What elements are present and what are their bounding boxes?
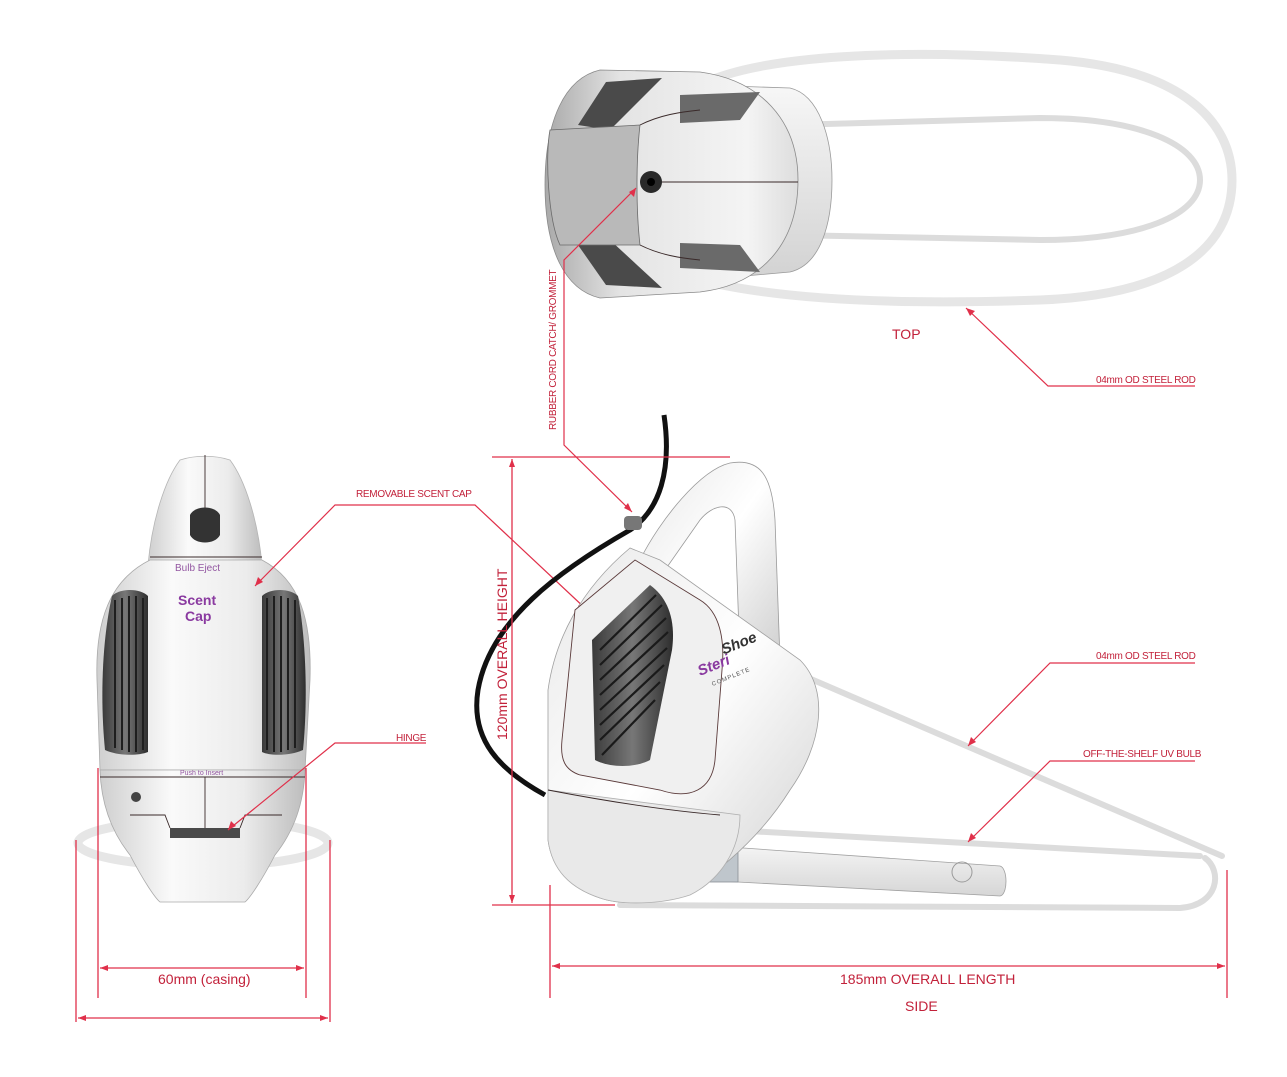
casing-dimension — [75, 768, 331, 1022]
side-uv-bulb — [699, 844, 1007, 897]
side-steel-rod-upper — [787, 667, 1225, 859]
front-hinge-slot — [170, 828, 240, 838]
side-power-cord — [474, 414, 669, 798]
front-grommet-icon — [190, 507, 220, 543]
label-rod-top: 04mm OD STEEL ROD — [1096, 375, 1196, 386]
label-casing: 60mm (casing) — [158, 971, 251, 987]
label-uv-bulb: OFF-THE-SHELF UV BULB — [1083, 749, 1202, 760]
length-dimension — [549, 870, 1228, 998]
side-grommet-icon — [624, 516, 642, 530]
front-vent-left — [102, 590, 148, 755]
front-view — [73, 455, 333, 903]
front-vent-right — [262, 590, 306, 755]
label-length: 185mm OVERALL LENGTH — [840, 971, 1015, 987]
label-rod-side: 04mm OD STEEL ROD — [1096, 651, 1196, 662]
front-button-icon — [131, 792, 141, 802]
height-dimension — [492, 456, 730, 906]
scent-cap-text-2: Cap — [185, 608, 211, 624]
push-insert-text: Push to Insert — [180, 770, 223, 777]
top-steel-rod — [695, 49, 1237, 307]
top-vent-upper-inner — [680, 92, 760, 123]
label-hinge: HINGE — [396, 733, 427, 744]
top-vent-lower-inner — [680, 243, 760, 272]
scent-cap-text-1: Scent — [178, 592, 216, 608]
label-height: 120mm OVERALL HEIGHT — [494, 568, 510, 740]
top-vent-lower — [578, 240, 662, 288]
top-steel-rod-inner — [787, 114, 1204, 244]
bulb-eject-text: Bulb Eject — [175, 563, 220, 574]
top-view — [544, 49, 1237, 307]
top-front-face — [547, 124, 641, 246]
label-scent-cap: REMOVABLE SCENT CAP — [356, 489, 472, 500]
side-handle — [639, 461, 781, 661]
top-view-title: TOP — [892, 326, 921, 342]
top-vent-upper — [578, 78, 662, 130]
side-base-tray — [547, 789, 741, 904]
side-steel-rod-mid — [727, 827, 1203, 859]
side-steel-rod-lower — [617, 855, 1219, 912]
side-view — [474, 414, 1225, 912]
label-grommet: RUBBER CORD CATCH/ GROMMET — [548, 269, 559, 430]
side-view-title: SIDE — [905, 998, 938, 1014]
